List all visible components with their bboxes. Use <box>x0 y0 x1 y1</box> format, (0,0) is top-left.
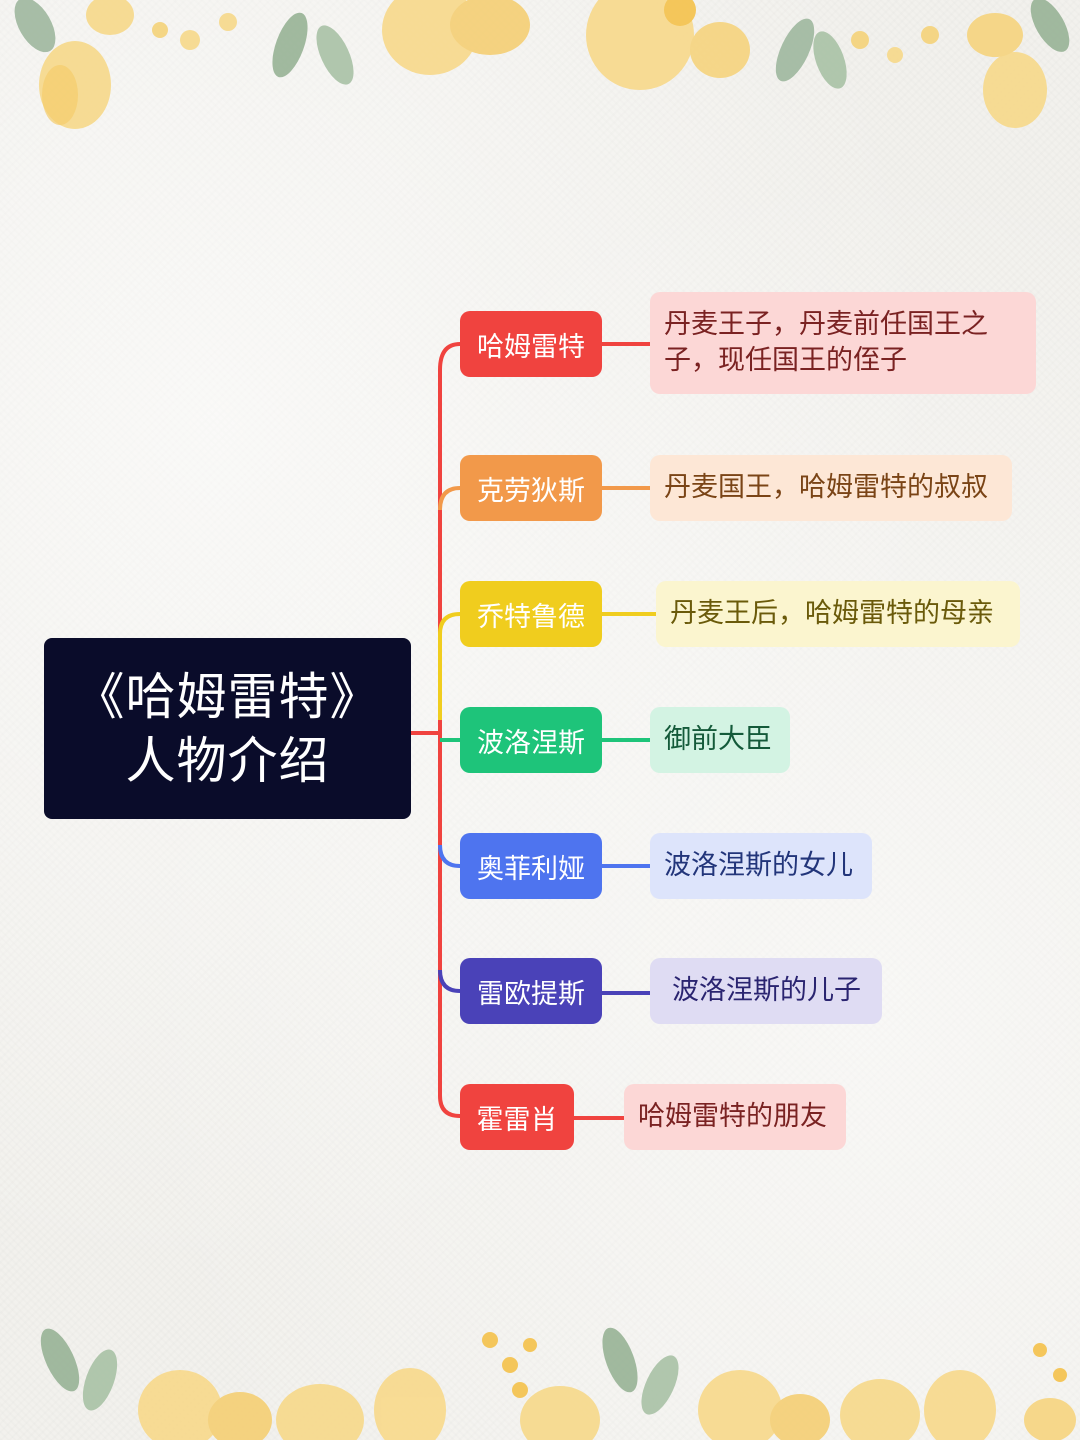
description-text: 丹麦国王，哈姆雷特的叔叔 <box>664 472 988 503</box>
character-node-polonius: 波洛涅斯 <box>460 707 602 773</box>
character-name: 哈姆雷特 <box>477 331 585 363</box>
character-name: 乔特鲁德 <box>477 601 585 633</box>
description-node-gertrude: 丹麦王后，哈姆雷特的母亲 <box>656 581 1020 647</box>
description-line1: 丹麦王子，丹麦前任国王之 <box>664 309 988 340</box>
trunk-top <box>438 342 461 733</box>
description-text: 波洛涅斯的女儿 <box>664 850 853 881</box>
branch-5 <box>438 844 461 868</box>
character-name: 波洛涅斯 <box>477 727 585 759</box>
description-text: 丹麦王后，哈姆雷特的母亲 <box>670 598 994 629</box>
character-name: 雷欧提斯 <box>477 978 585 1010</box>
character-name: 克劳狄斯 <box>477 475 585 507</box>
character-name: 奥菲利娅 <box>477 853 585 885</box>
branch-2 <box>438 486 461 511</box>
description-node-laertes: 波洛涅斯的儿子 <box>650 958 882 1024</box>
description-node-hamlet: 丹麦王子，丹麦前任国王之 子，现任国王的侄子 <box>650 292 1036 394</box>
root-node: 《哈姆雷特》 人物介绍 <box>44 638 411 819</box>
character-node-laertes: 雷欧提斯 <box>460 958 602 1024</box>
description-node-claudius: 丹麦国王，哈姆雷特的叔叔 <box>650 455 1012 521</box>
floral-border-top <box>14 0 1070 129</box>
branch-3 <box>438 612 461 635</box>
description-node-ophelia: 波洛涅斯的女儿 <box>650 833 872 899</box>
description-text: 御前大臣 <box>664 724 772 755</box>
character-name: 霍雷肖 <box>476 1104 558 1136</box>
description-text: 波洛涅斯的儿子 <box>672 975 861 1006</box>
character-node-horatio: 霍雷肖 <box>460 1084 574 1150</box>
root-title-line1: 《哈姆雷特》 <box>74 667 381 726</box>
root-title-line2: 人物介绍 <box>125 731 330 790</box>
floral-border-bottom <box>40 1327 1076 1440</box>
character-node-ophelia: 奥菲利娅 <box>460 833 602 899</box>
character-node-hamlet: 哈姆雷特 <box>460 311 602 377</box>
trunk-bottom <box>438 733 461 1118</box>
character-node-gertrude: 乔特鲁德 <box>460 581 602 647</box>
description-node-polonius: 御前大臣 <box>650 707 790 773</box>
character-node-claudius: 克劳狄斯 <box>460 455 602 521</box>
description-line2: 子，现任国王的侄子 <box>664 345 907 376</box>
description-text: 哈姆雷特的朋友 <box>638 1101 827 1132</box>
description-node-horatio: 哈姆雷特的朋友 <box>624 1084 846 1150</box>
branch-6 <box>438 969 461 993</box>
